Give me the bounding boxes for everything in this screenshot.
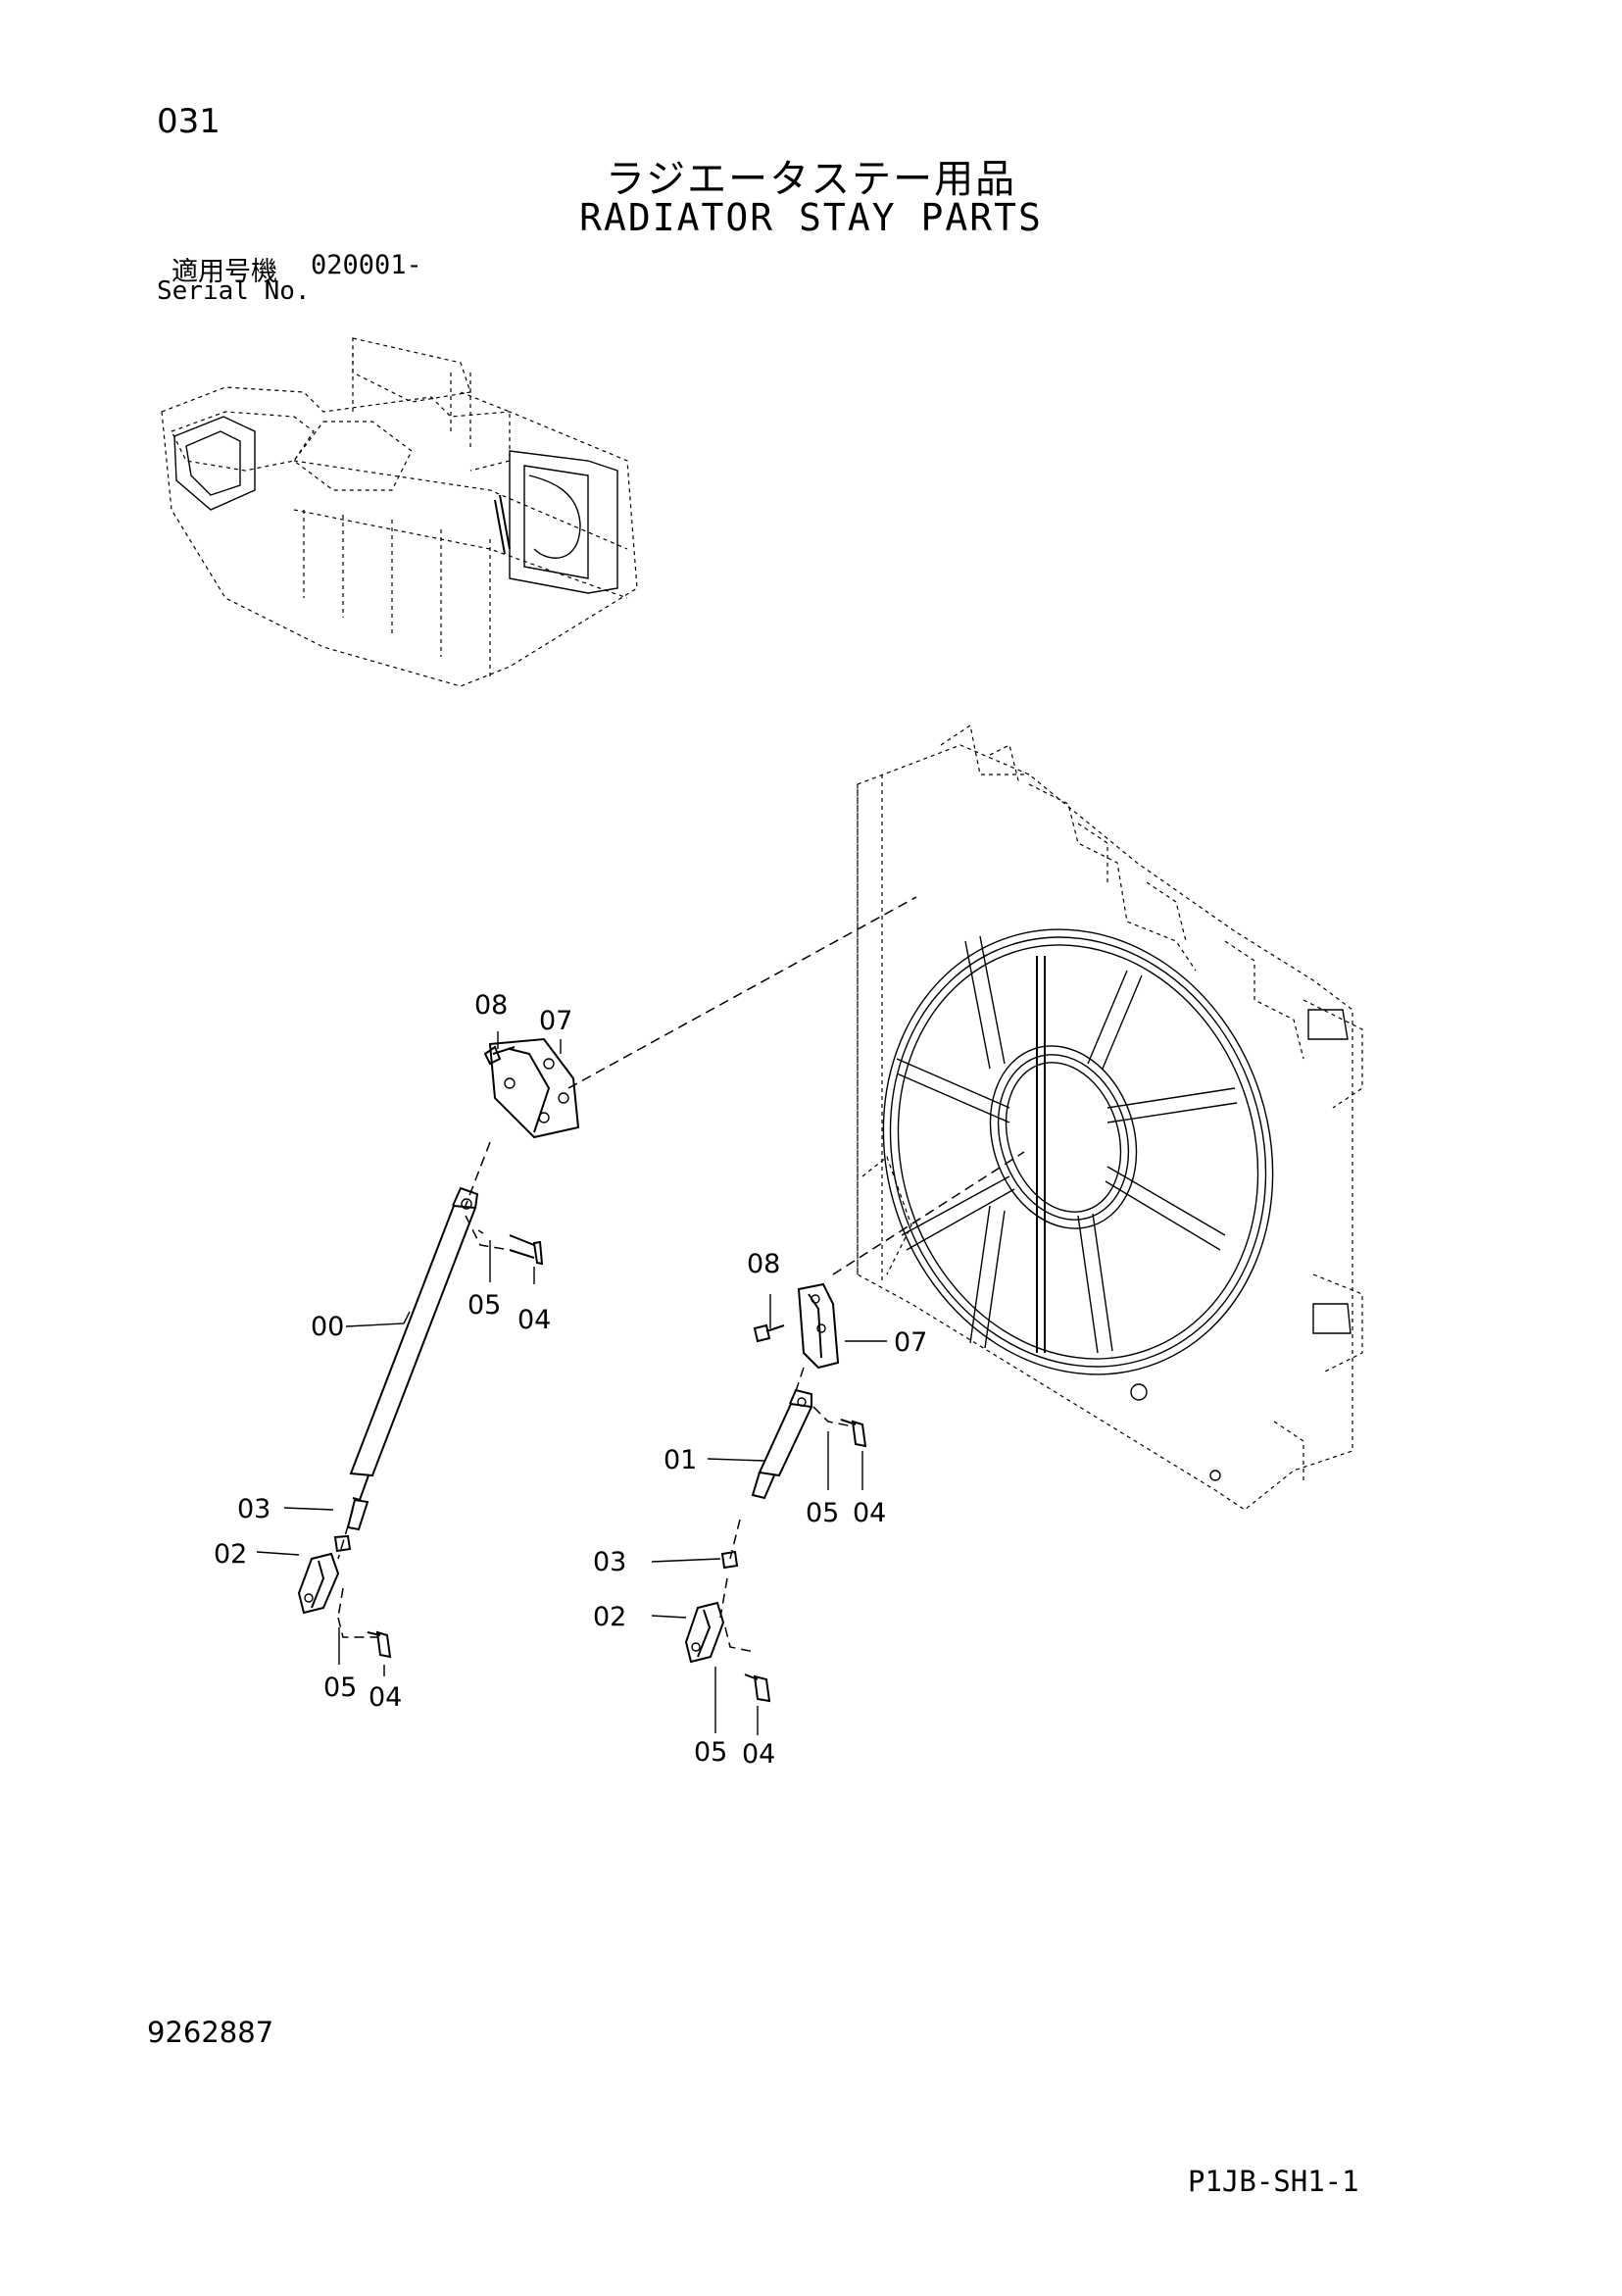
callout-05-c: 05 — [806, 1498, 839, 1528]
collar-03-b — [720, 1550, 739, 1570]
middle-bracket-07 — [753, 1282, 840, 1370]
callout-05-d: 05 — [694, 1737, 727, 1768]
assembly-lines — [337, 896, 1025, 1653]
bolt-04-a — [509, 1234, 544, 1266]
callout-00: 00 — [311, 1312, 344, 1342]
callout-02-a: 02 — [214, 1539, 247, 1570]
callout-03-a: 03 — [237, 1494, 270, 1524]
washer-05-a — [477, 1229, 484, 1234]
callout-04-a: 04 — [517, 1305, 551, 1335]
page-number: 031 — [157, 102, 221, 141]
serial-number-value: 020001- — [311, 250, 422, 280]
callout-07-middle: 07 — [894, 1327, 927, 1358]
callout-08-middle: 08 — [747, 1249, 780, 1279]
machine-overview-sketch — [161, 337, 638, 687]
callout-04-d: 04 — [742, 1739, 775, 1770]
callout-01: 01 — [664, 1445, 697, 1475]
page-title-japanese: ラジエータステー用品 — [605, 157, 1017, 202]
end-fitting-02-b — [684, 1601, 725, 1664]
bolt-04-d — [744, 1673, 771, 1703]
end-fitting-02-a — [297, 1552, 340, 1615]
callout-04-b: 04 — [369, 1682, 402, 1713]
serial-label-japanese: 適用号機 — [172, 257, 277, 287]
callout-05-b: 05 — [323, 1672, 357, 1703]
callout-02-b: 02 — [593, 1602, 626, 1632]
page-title-english: RADIATOR STAY PARTS — [579, 196, 1043, 239]
stay-rod-01 — [751, 1388, 813, 1500]
upper-bracket-07 — [483, 1037, 580, 1139]
bolt-04-b — [367, 1630, 392, 1659]
callout-labels: 08 07 00 05 04 03 02 05 04 08 07 01 05 0… — [214, 990, 927, 1770]
stay-rod-00 — [346, 1186, 479, 1531]
callout-08-upper: 08 — [474, 990, 508, 1021]
collar-03-a — [333, 1534, 352, 1553]
radiator-fan-assembly — [857, 724, 1363, 1511]
document-code: 9262887 — [147, 2016, 274, 2049]
bolt-04-c — [840, 1419, 867, 1448]
callout-04-c: 04 — [853, 1498, 886, 1528]
callout-07-upper: 07 — [539, 1006, 572, 1036]
leader-lines — [256, 1031, 887, 1735]
serial-label-english: Serial No. — [157, 276, 311, 306]
callout-03-b: 03 — [593, 1547, 626, 1577]
callout-05-a: 05 — [467, 1290, 501, 1321]
sheet-code: P1JB-SH1-1 — [1188, 2165, 1359, 2198]
